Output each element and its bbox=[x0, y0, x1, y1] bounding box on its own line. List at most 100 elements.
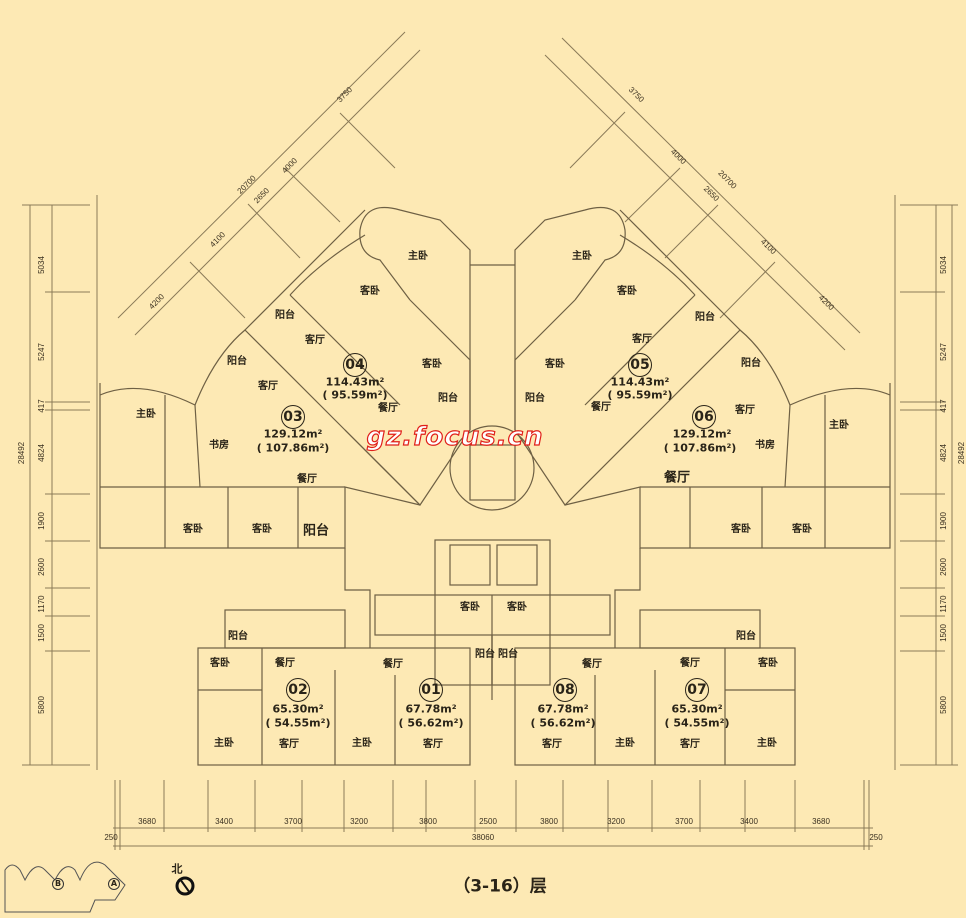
unit-net-area: ( 107.86m²) bbox=[256, 441, 330, 455]
room-label: 餐厅 bbox=[297, 474, 317, 485]
room-label: 阳台 bbox=[228, 631, 248, 642]
room-label: 餐厅 bbox=[378, 403, 398, 414]
floor-title: （3-16）层 bbox=[453, 876, 547, 897]
unit-area: 114.43m² bbox=[610, 375, 670, 389]
bottom-dimension-total: 38060 bbox=[471, 833, 495, 842]
room-label: 客厅 bbox=[423, 739, 443, 750]
room-label: 客卧 bbox=[758, 658, 778, 669]
room-label: 主卧 bbox=[572, 251, 592, 262]
room-label: 主卧 bbox=[352, 738, 372, 749]
key-plan-label-a: A bbox=[108, 878, 120, 890]
right-dimension-label: 5247 bbox=[939, 343, 948, 361]
right-dimension-label: 4824 bbox=[939, 444, 948, 462]
left-dimension-label: 5800 bbox=[37, 696, 46, 714]
bottom-dimension-label: 3400 bbox=[740, 817, 758, 826]
unit-net-area: ( 54.55m²) bbox=[664, 716, 730, 730]
room-label: 阳台 bbox=[741, 358, 761, 369]
bottom-dimension-label: 3700 bbox=[675, 817, 693, 826]
room-label: 客卧 bbox=[617, 286, 637, 297]
key-plan-icon bbox=[4, 861, 126, 913]
room-label: 客卧 bbox=[183, 524, 203, 535]
left-dimension-label: 5247 bbox=[37, 343, 46, 361]
room-label: 客卧 bbox=[545, 359, 565, 370]
left-dimension-lines bbox=[22, 195, 98, 770]
bottom-dimension-label: 3400 bbox=[215, 817, 233, 826]
unit-number: 05 bbox=[628, 353, 652, 377]
bottom-dimension-label: 3800 bbox=[419, 817, 437, 826]
right-dimension-label: 2600 bbox=[939, 558, 948, 576]
room-label: 主卧 bbox=[214, 738, 234, 749]
unit-number: 06 bbox=[692, 405, 716, 429]
room-label: 客卧 bbox=[252, 524, 272, 535]
left-dimension-label: 417 bbox=[37, 399, 46, 413]
room-label: 餐厅 bbox=[663, 470, 691, 486]
room-label: 客卧 bbox=[731, 524, 751, 535]
right-dimension-total: 28492 bbox=[957, 441, 966, 465]
unit-number: 07 bbox=[685, 678, 709, 702]
watermark: gz.focus.cn bbox=[366, 422, 544, 452]
north-compass-icon bbox=[175, 876, 195, 896]
bottom-dimension-label: 3700 bbox=[284, 817, 302, 826]
bottom-dimension-label: 3200 bbox=[607, 817, 625, 826]
unit-number: 01 bbox=[419, 678, 443, 702]
room-label: 阳台 bbox=[475, 649, 495, 660]
room-label: 阳台 bbox=[736, 631, 756, 642]
room-label: 餐厅 bbox=[680, 658, 700, 669]
room-label: 客厅 bbox=[258, 381, 278, 392]
right-dimension-lines bbox=[894, 195, 958, 770]
key-plan-label-b: B bbox=[52, 878, 64, 890]
bottom-dimension-label: 3800 bbox=[540, 817, 558, 826]
room-label: 客厅 bbox=[542, 739, 562, 750]
bottom-dimension-label: 3200 bbox=[350, 817, 368, 826]
left-dimension-label: 1170 bbox=[37, 595, 46, 613]
unit-number: 08 bbox=[553, 678, 577, 702]
bottom-dimension-lines bbox=[113, 780, 873, 850]
room-label: 主卧 bbox=[136, 409, 156, 420]
right-dimension-label: 1170 bbox=[939, 595, 948, 613]
bottom-dimension-label: 3680 bbox=[812, 817, 830, 826]
room-label: 客卧 bbox=[460, 602, 480, 613]
unit-area: 65.30m² bbox=[671, 702, 723, 716]
unit-number: 04 bbox=[343, 353, 367, 377]
right-dimension-label: 5800 bbox=[939, 696, 948, 714]
room-label: 阳台 bbox=[695, 312, 715, 323]
left-dimension-label: 1500 bbox=[37, 624, 46, 642]
bottom-edge-dimension: 250 bbox=[104, 833, 118, 842]
room-label: 客卧 bbox=[792, 524, 812, 535]
room-label: 客厅 bbox=[632, 334, 652, 345]
room-label: 主卧 bbox=[615, 738, 635, 749]
bottom-dimension-label: 2500 bbox=[479, 817, 497, 826]
bottom-edge-dimension: 250 bbox=[869, 833, 883, 842]
room-label: 客卧 bbox=[210, 658, 230, 669]
wall bbox=[359, 206, 471, 301]
room-label: 客卧 bbox=[422, 359, 442, 370]
room-label: 主卧 bbox=[829, 420, 849, 431]
unit-net-area: ( 95.59m²) bbox=[322, 388, 388, 402]
room-label: 客厅 bbox=[735, 405, 755, 416]
right-dimension-label: 5034 bbox=[939, 256, 948, 274]
room-label: 餐厅 bbox=[275, 658, 295, 669]
room-label: 阳台 bbox=[302, 523, 330, 539]
room-label: 阳台 bbox=[438, 393, 458, 404]
north-label: 北 bbox=[171, 862, 183, 876]
unit-number: 02 bbox=[286, 678, 310, 702]
unit-area: 129.12m² bbox=[263, 427, 323, 441]
unit-net-area: ( 56.62m²) bbox=[398, 716, 464, 730]
unit-area: 129.12m² bbox=[672, 427, 732, 441]
unit-net-area: ( 56.62m²) bbox=[530, 716, 596, 730]
room-label: 客厅 bbox=[305, 335, 325, 346]
room-label: 餐厅 bbox=[582, 659, 602, 670]
room-label: 主卧 bbox=[757, 738, 777, 749]
room-label: 阳台 bbox=[227, 356, 247, 367]
room-label: 餐厅 bbox=[383, 659, 403, 670]
left-dimension-label: 5034 bbox=[37, 256, 46, 274]
room-label: 书房 bbox=[755, 440, 775, 451]
room-label: 餐厅 bbox=[591, 402, 611, 413]
room-label: 客卧 bbox=[507, 602, 527, 613]
room-label: 主卧 bbox=[408, 251, 428, 262]
room-label: 书房 bbox=[209, 440, 229, 451]
room-label: 客卧 bbox=[360, 286, 380, 297]
unit-net-area: ( 95.59m²) bbox=[607, 388, 673, 402]
unit-area: 114.43m² bbox=[325, 375, 385, 389]
